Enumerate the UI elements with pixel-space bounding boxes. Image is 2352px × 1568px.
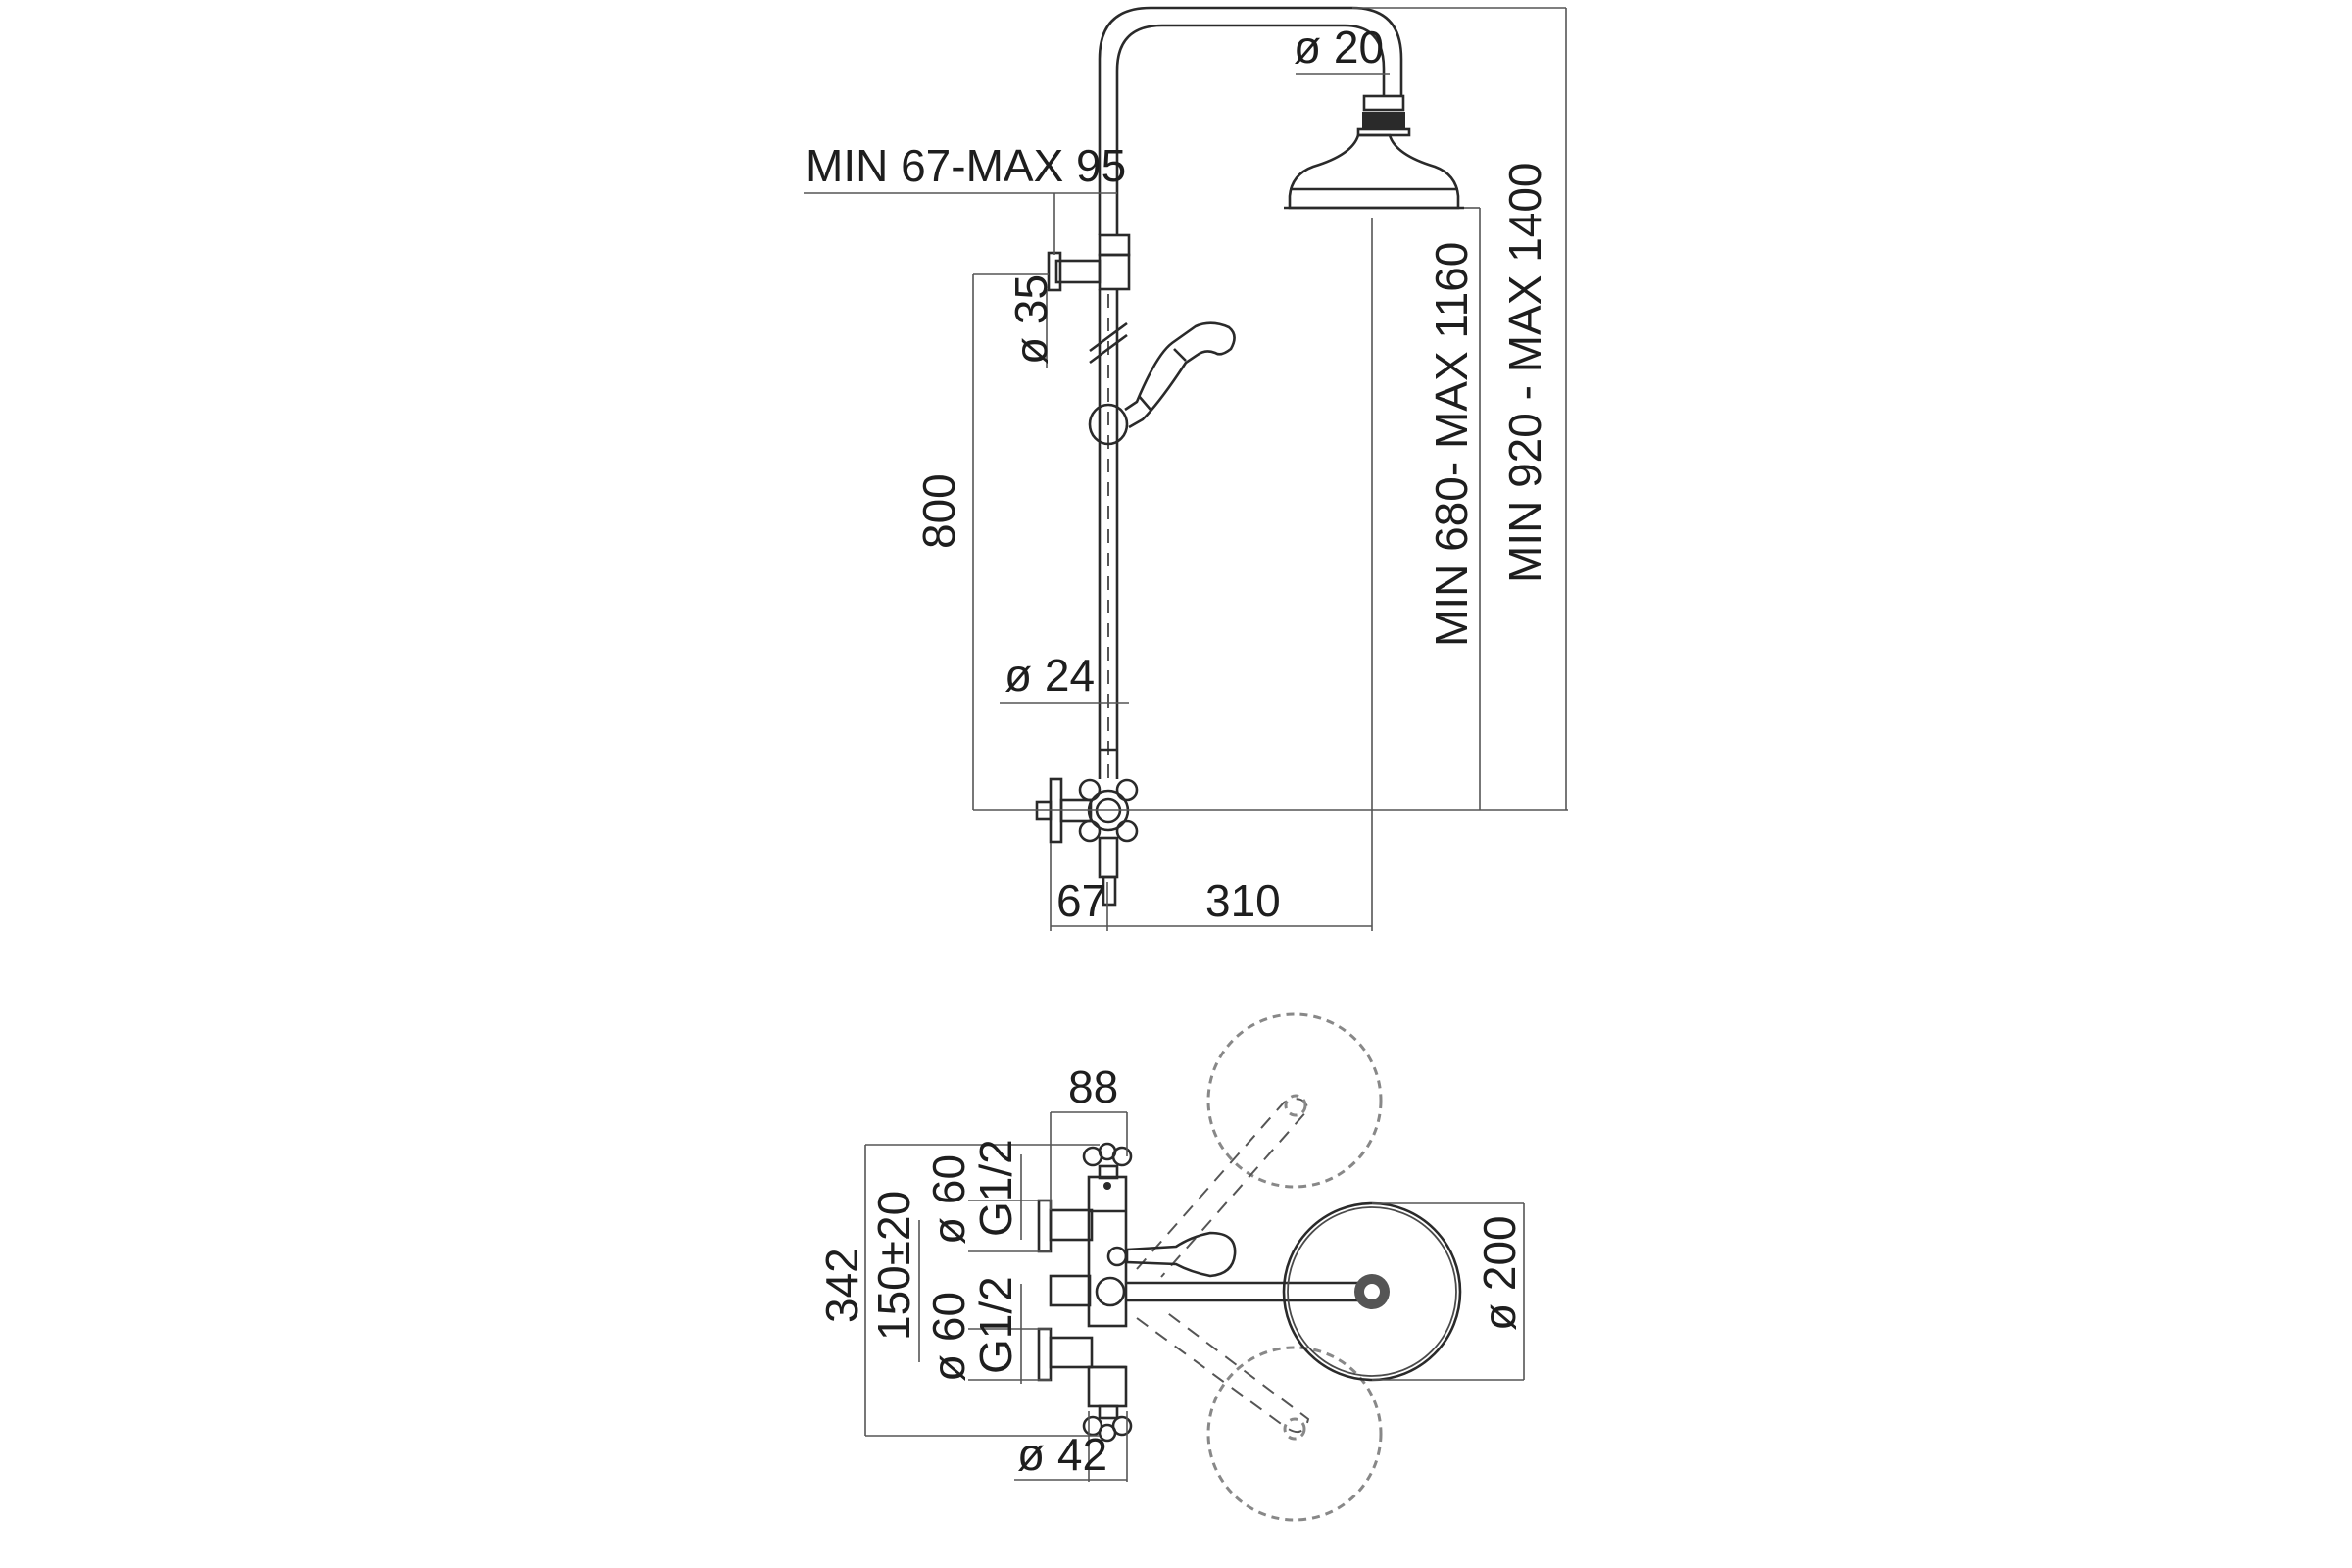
ghost-head-hub [1283, 1417, 1306, 1441]
label-total-height: MIN 920 - MAX 1400 [1499, 162, 1550, 583]
label-head-pipe-diameter: ø 20 [1294, 22, 1384, 73]
label-head-height: MIN 680- MAX 1160 [1426, 242, 1477, 647]
label-upper-flange-diameter: ø 60 [923, 1154, 974, 1245]
lower-inlet [1049, 1336, 1094, 1369]
ghost-arm-lower [1136, 1307, 1310, 1434]
plan-hand-shower [1125, 1231, 1237, 1278]
shower-head [1288, 133, 1460, 210]
plan-shower-head-hub-inner [1364, 1284, 1380, 1299]
label-arm-offset: MIN 67-MAX 95 [806, 140, 1126, 191]
hand-shower-ring [1173, 348, 1187, 362]
label-wall-to-bar: 67 [1056, 875, 1106, 926]
plan-arm-pivot [1095, 1276, 1126, 1307]
label-arm-projection: 310 [1205, 875, 1281, 926]
upper-clamp [1098, 253, 1131, 291]
plan-view: 88 342 150±20 ø 60 G1/2 ø 60 G1/2 ø 42 ø… [816, 1012, 1525, 1522]
label-inlet-spacing: 150±20 [868, 1191, 919, 1341]
valve-indicator [1103, 1182, 1111, 1190]
elevation-view: MIN 67-MAX 95 ø 20 ø 35 800 ø 24 67 310 … [804, 6, 1568, 931]
valve-body [1087, 1175, 1128, 1328]
upper-clamp-nut [1098, 233, 1131, 257]
center-outlet [1049, 1274, 1092, 1307]
head-swivel [1362, 112, 1405, 129]
head-nut [1362, 94, 1405, 112]
riser-arm-inner [1115, 24, 1386, 235]
upper-inlet [1049, 1208, 1094, 1242]
ghost-head-position-lower [1206, 1346, 1383, 1522]
handset-holder [1088, 403, 1129, 446]
label-body-diameter: ø 42 [1017, 1429, 1107, 1480]
riser-arm-outer [1098, 6, 1403, 235]
break-mark [1089, 321, 1128, 353]
label-slide-bar-length: 800 [913, 473, 964, 549]
label-head-diameter: ø 200 [1474, 1215, 1525, 1331]
valve-body-lower [1087, 1365, 1128, 1408]
plan-shower-head-rim [1287, 1206, 1457, 1377]
ghost-head-position-upper [1206, 1012, 1383, 1189]
lower-inlet-flange [1037, 1327, 1053, 1382]
top-cross-handle [1082, 1142, 1133, 1180]
label-lower-flange-diameter: ø 60 [923, 1292, 974, 1382]
hand-shower [1124, 321, 1236, 429]
label-overall-length: 342 [816, 1248, 867, 1323]
label-lower-thread: G1/2 [970, 1276, 1021, 1374]
break-mark [1089, 333, 1128, 365]
hand-shower-ring [1138, 395, 1152, 411]
upper-inlet-flange [1037, 1199, 1053, 1253]
ghost-head-hub [1284, 1094, 1307, 1117]
label-bracket-diameter: ø 35 [1005, 274, 1056, 365]
label-upper-thread: G1/2 [970, 1139, 1021, 1237]
plan-hand-shower-hub [1106, 1246, 1128, 1267]
ghost-arm-upper [1136, 1098, 1310, 1278]
label-bar-diameter: ø 24 [1004, 650, 1095, 701]
wall-bracket-arm [1054, 259, 1102, 284]
bottom-cross-handle [1082, 1404, 1133, 1443]
label-body-depth: 88 [1068, 1061, 1118, 1112]
